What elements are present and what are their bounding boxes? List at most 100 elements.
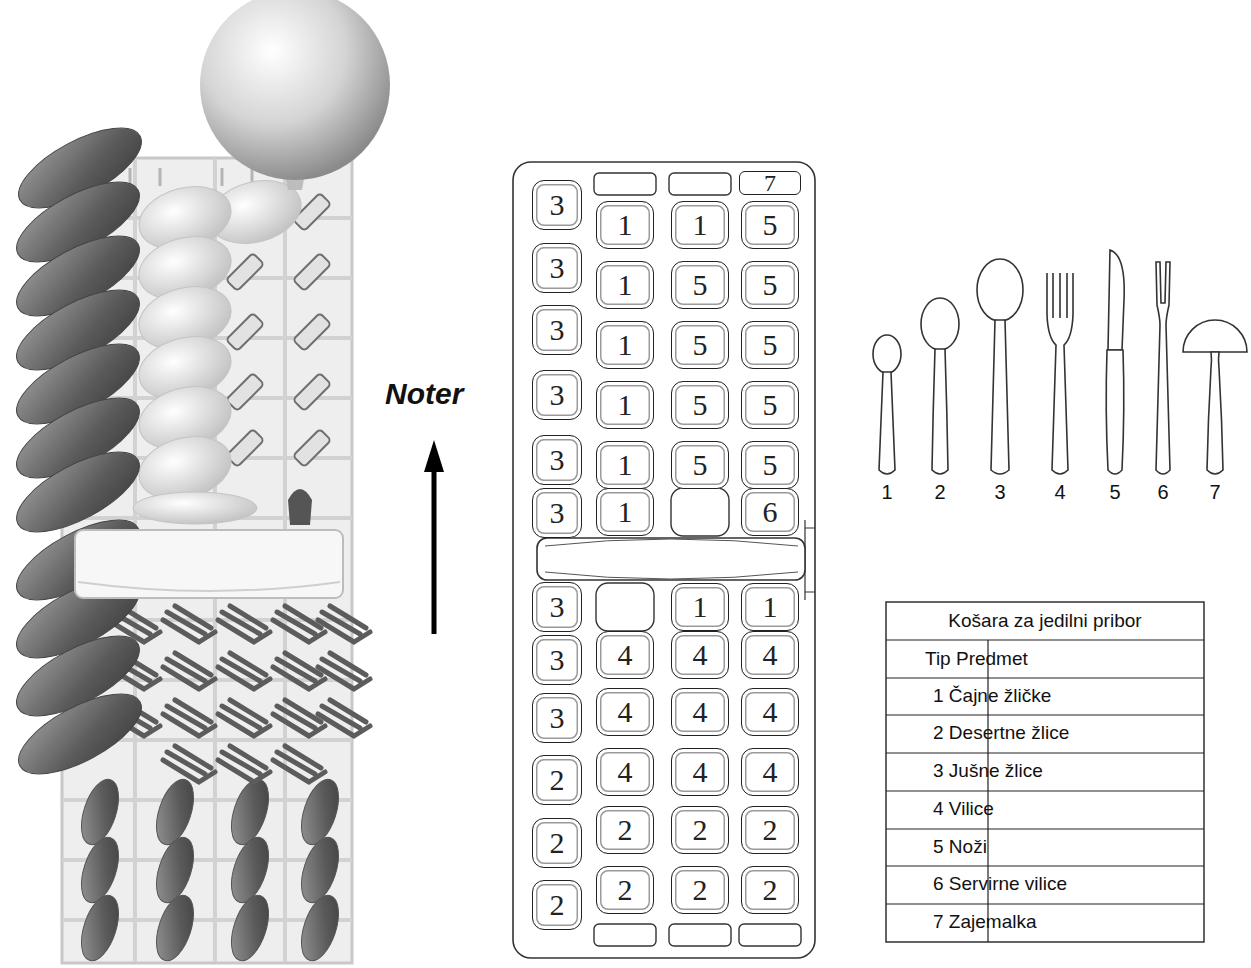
item-type-number: 1 (618, 390, 633, 420)
item-type-number: 5 (693, 330, 708, 360)
item-type-number: 4 (763, 640, 778, 670)
basket-cell: 2 (741, 806, 799, 854)
item-type-number: 2 (550, 765, 565, 795)
basket-cell: 1 (596, 488, 654, 536)
item-type-number: 2 (618, 815, 633, 845)
basket-cell: 1 (596, 201, 654, 249)
teaspoon-icon (879, 372, 895, 474)
item-type-number: 4 (618, 757, 633, 787)
fork-shape (218, 746, 270, 782)
fork-shape (318, 653, 370, 689)
fork-shape (163, 746, 215, 782)
item-type-number: 3 (550, 380, 565, 410)
item-type-number: 3 (550, 253, 565, 283)
spoon-head (133, 492, 257, 524)
basket-outline (513, 162, 815, 958)
fork-shape (163, 653, 215, 689)
empty-slot (594, 173, 656, 195)
item-type-number: 3 (550, 315, 565, 345)
basket-cell: 6 (741, 488, 799, 536)
item-type-number: 5 (693, 450, 708, 480)
basket-cell: 5 (671, 261, 729, 309)
serving-fork-icon (1156, 262, 1170, 474)
table-cell: 6 Servirne vilice (933, 872, 1193, 896)
item-type-number: 1 (618, 330, 633, 360)
basket-cell: 2 (532, 755, 582, 805)
item-type-number: 1 (618, 497, 633, 527)
dessert-spoon (224, 891, 275, 966)
fork-shape (273, 746, 325, 782)
empty-slot (669, 173, 731, 195)
fork-icon (1047, 273, 1073, 474)
fork-shape (273, 653, 325, 689)
basket-cell: 4 (671, 688, 729, 736)
arrow-head (424, 440, 444, 472)
soup-spoon (7, 678, 152, 790)
dessert-spoon (149, 775, 200, 850)
basket-cell: 2 (532, 880, 582, 930)
serving-fork-top (288, 489, 312, 525)
item-type-number: 3 (550, 645, 565, 675)
teaspoon-icon (873, 335, 901, 373)
fork-shape (218, 606, 270, 642)
table-cell: 5 Noži (933, 835, 1193, 859)
ladle-icon (1207, 352, 1223, 474)
basket-slot: 7 (739, 171, 801, 195)
table-cell: Tip Predmet (925, 647, 1185, 671)
basket-cell: 5 (671, 441, 729, 489)
table-grid (886, 640, 1204, 942)
item-type-number: 4 (693, 757, 708, 787)
basket-cell: 3 (532, 370, 582, 420)
basket-cell: 5 (741, 381, 799, 429)
callout-number: 4 (1045, 480, 1075, 504)
basket-cell: 2 (671, 806, 729, 854)
dessert-spoon (74, 775, 125, 850)
fork-shape (163, 606, 215, 642)
fork-shape (273, 606, 325, 642)
table-cell: 1 Čajne žličke (933, 684, 1193, 708)
dessert-spoon (149, 833, 200, 908)
basket-cell: 3 (532, 305, 582, 355)
basket-cell: 4 (671, 748, 729, 796)
basket-cell: 5 (671, 321, 729, 369)
knife-blade (293, 313, 331, 351)
item-type-number: 3 (550, 190, 565, 220)
basket-cell: 4 (741, 748, 799, 796)
direction-label: Noter (385, 376, 495, 412)
empty-slot (739, 924, 801, 946)
item-type-number: 4 (763, 757, 778, 787)
knife-blade (226, 429, 264, 467)
ladle-bowl (200, 0, 390, 180)
basket-cell: 2 (532, 818, 582, 868)
basket-cell: 2 (671, 866, 729, 914)
basket-divider (805, 520, 815, 600)
knife-blade (293, 253, 331, 291)
basket-cell: 1 (596, 261, 654, 309)
callout-number: 1 (872, 480, 902, 504)
basket-cell: 4 (596, 631, 654, 679)
basket-handle (537, 538, 805, 580)
item-type-number: 3 (550, 592, 565, 622)
knife-blade (293, 429, 331, 467)
item-type-number: 1 (763, 592, 778, 622)
basket-cell: 1 (596, 441, 654, 489)
basket-cell: 5 (741, 321, 799, 369)
item-type-number: 6 (763, 497, 778, 527)
cutlery-icons (873, 250, 1247, 474)
basket-cell: 4 (596, 688, 654, 736)
basket-cell: 3 (532, 582, 582, 632)
item-type-number: 1 (693, 592, 708, 622)
basket-cell: 2 (596, 806, 654, 854)
dessert-spoon (149, 891, 200, 966)
basket-cell: 5 (741, 201, 799, 249)
item-type-number: 5 (763, 210, 778, 240)
item-type-number: 1 (693, 210, 708, 240)
basket-cell: 3 (532, 435, 582, 485)
basket-cell: 3 (532, 180, 582, 230)
table-header: Košara za jedilni pribor (886, 609, 1204, 633)
item-type-number: 5 (693, 270, 708, 300)
knife-blade (293, 373, 331, 411)
dessert-spoon (74, 833, 125, 908)
basket-cell: 2 (741, 866, 799, 914)
